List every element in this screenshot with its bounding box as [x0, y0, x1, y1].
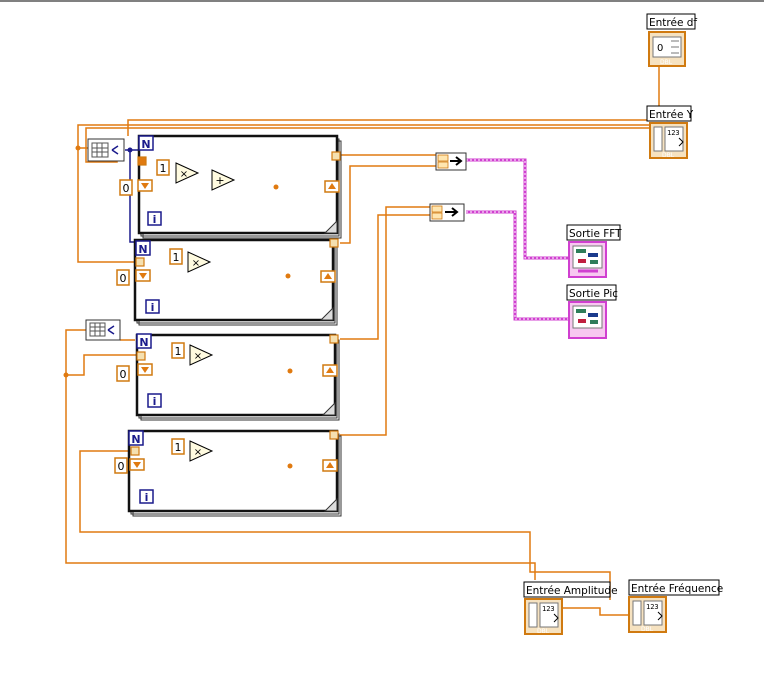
svg-text:123: 123	[646, 603, 659, 611]
constant-one-3[interactable]: 1	[171, 342, 185, 359]
iteration-terminal-1: i	[147, 211, 162, 226]
waveform-graph-icon	[576, 249, 598, 264]
array-icon[interactable]	[87, 138, 125, 162]
svg-text:1: 1	[173, 251, 180, 264]
svg-text:Entrée df: Entrée df	[649, 17, 697, 29]
svg-text:0: 0	[120, 368, 127, 381]
svg-text:0: 0	[657, 43, 663, 54]
tunnels	[130, 151, 341, 456]
svg-text:0: 0	[120, 272, 127, 285]
svg-text:123: 123	[542, 605, 555, 613]
add-node-1[interactable]: +	[211, 169, 236, 191]
multiply-node-2[interactable]: ×	[187, 251, 212, 273]
svg-text:1: 1	[160, 162, 167, 175]
svg-text:DBL: DBL	[660, 59, 673, 66]
entree-df-control[interactable]: Entrée df 0 DBL	[646, 13, 697, 67]
constant-one-2[interactable]: 1	[169, 248, 183, 265]
constant-zero-2[interactable]: 0	[116, 269, 130, 286]
for-loop-2[interactable]	[133, 238, 338, 326]
svg-text:×: ×	[194, 351, 202, 362]
count-terminal-4[interactable]: N	[128, 430, 144, 446]
sortie-fft-indicator[interactable]: Sortie FFT	[566, 224, 622, 278]
constant-one-4[interactable]: 1	[171, 438, 185, 455]
svg-text:Entrée Y: Entrée Y	[649, 109, 694, 121]
multiply-node-1[interactable]: ×	[175, 162, 200, 184]
iteration-terminal-4: i	[139, 489, 154, 504]
multiply-node-4[interactable]: ×	[189, 440, 214, 462]
svg-text:i: i	[145, 491, 149, 504]
svg-text:N: N	[139, 336, 148, 349]
cluster-wires	[466, 158, 570, 321]
svg-text:Sortie FFT: Sortie FFT	[569, 228, 622, 240]
sortie-pic-indicator[interactable]: Sortie Pic	[566, 284, 618, 339]
svg-text:+: +	[215, 174, 224, 187]
svg-text:DBL: DBL	[662, 152, 675, 159]
iteration-terminal-3: i	[147, 393, 162, 408]
count-terminal-3[interactable]: N	[136, 333, 152, 349]
constant-zero-3[interactable]: 0	[116, 365, 130, 382]
for-loop-3[interactable]	[135, 333, 340, 421]
array-icon-2[interactable]	[85, 319, 121, 341]
svg-text:i: i	[153, 213, 157, 226]
for-loop-4[interactable]	[127, 429, 342, 517]
svg-text:DBL: DBL	[641, 626, 654, 633]
svg-text:×: ×	[180, 169, 188, 180]
count-terminal-1[interactable]: N	[138, 135, 154, 151]
bundle-icon-1[interactable]	[435, 152, 467, 171]
constant-zero-1[interactable]: 0	[119, 179, 133, 196]
svg-text:Sortie Pic: Sortie Pic	[569, 288, 618, 300]
svg-text:N: N	[138, 243, 147, 256]
entree-amplitude-control[interactable]: Entrée Amplitude 123 DBL	[523, 581, 618, 635]
multiply-node-3[interactable]: ×	[189, 344, 214, 366]
constant-zero-4[interactable]: 0	[114, 457, 128, 474]
entree-y-control[interactable]: Entrée Y 123 DBL	[646, 105, 694, 159]
svg-text:×: ×	[192, 258, 200, 269]
svg-text:0: 0	[123, 182, 130, 195]
svg-text:i: i	[153, 395, 157, 408]
wire-junctions	[63, 145, 293, 469]
constant-one-1[interactable]: 1	[156, 159, 170, 176]
entree-frequence-control[interactable]: Entrée Fréquence 123 DBL	[628, 579, 723, 633]
svg-text:DBL: DBL	[537, 628, 550, 635]
count-terminal-2[interactable]: N	[135, 240, 151, 256]
svg-text:i: i	[151, 301, 155, 314]
for-loop-1[interactable]	[137, 134, 342, 239]
svg-text:N: N	[131, 433, 140, 446]
iteration-terminal-2: i	[145, 299, 160, 314]
svg-text:×: ×	[194, 447, 202, 458]
svg-text:1: 1	[175, 441, 182, 454]
svg-text:Entrée Fréquence: Entrée Fréquence	[631, 583, 723, 595]
svg-text:123: 123	[667, 129, 680, 137]
svg-text:N: N	[141, 138, 150, 151]
svg-text:Entrée Amplitude: Entrée Amplitude	[526, 585, 618, 597]
waveform-graph-icon-2	[576, 309, 598, 324]
svg-text:0: 0	[118, 460, 125, 473]
shift-registers[interactable]	[129, 179, 340, 472]
svg-text:1: 1	[175, 345, 182, 358]
bundle-icon-2[interactable]	[429, 203, 465, 222]
